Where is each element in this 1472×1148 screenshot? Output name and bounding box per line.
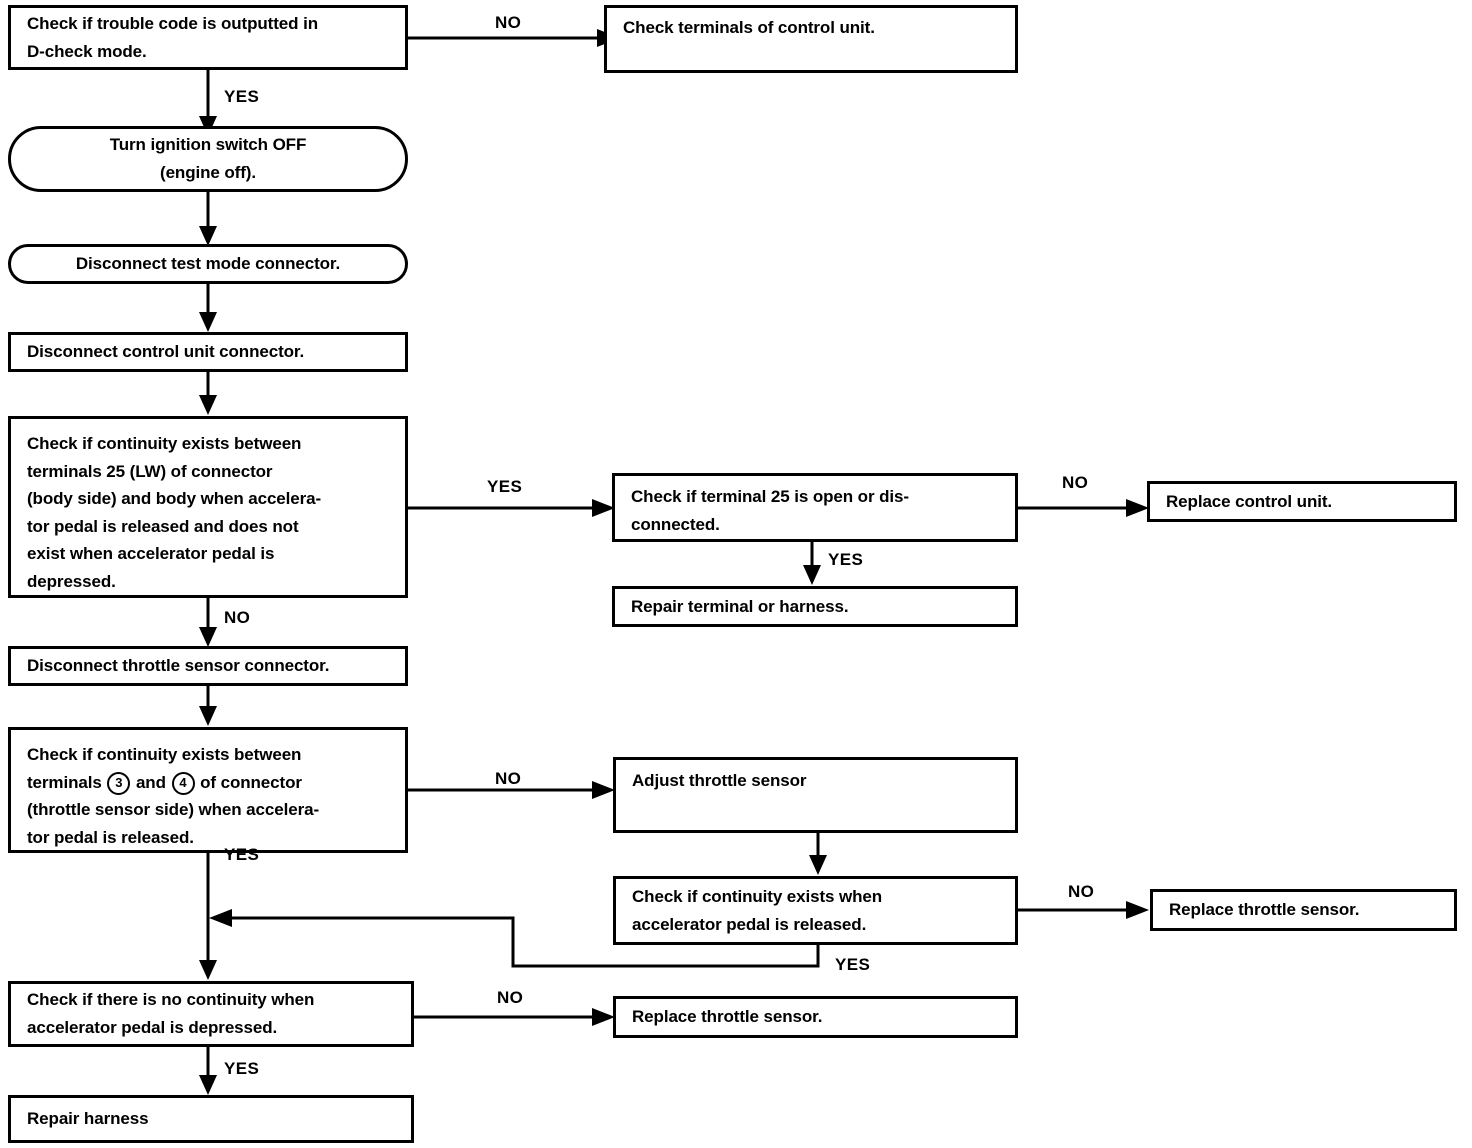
check-terminal-25-open[interactable]: Check if terminal 25 is open or dis- con… <box>612 473 1018 542</box>
adjust-throttle-sensor[interactable]: Adjust throttle sensor <box>613 757 1018 833</box>
disconnect-control-unit-connector[interactable]: Disconnect control unit connector. <box>8 332 408 372</box>
replace-control-unit[interactable]: Replace control unit. <box>1147 481 1457 522</box>
arrowhead-n7-n8 <box>1126 499 1149 517</box>
repair-terminal-or-harness[interactable]: Repair terminal or harness. <box>612 586 1018 627</box>
terminals-line-1: Check if continuity exists between <box>27 745 302 764</box>
disconnect-test-mode-connector[interactable]: Disconnect test mode connector. <box>8 244 408 284</box>
edge-label-yes-terminals-3-4: YES <box>224 845 260 864</box>
edge-label-no-terminal-25-open: NO <box>1062 473 1089 492</box>
check-continuity-terminal-25[interactable]: Check if continuity exists between termi… <box>8 416 408 598</box>
terminal-number-4-icon: 4 <box>171 771 195 795</box>
check-trouble-code[interactable]: Check if trouble code is outputted in D-… <box>8 5 408 70</box>
arrowhead-n10-n11 <box>199 706 217 726</box>
turn-ignition-switch-off[interactable]: Turn ignition switch OFF (engine off). <box>8 126 408 192</box>
edge-label-yes-terminal-25-open: YES <box>828 550 864 569</box>
check-no-continuity-pedal-depressed[interactable]: Check if there is no continuity when acc… <box>8 981 414 1047</box>
replace-throttle-sensor-lower[interactable]: Replace throttle sensor. <box>613 996 1018 1038</box>
terminals-line-3: (throttle sensor side) when accelera- <box>27 800 319 820</box>
edge-label-no-continuity-released: NO <box>1068 882 1095 901</box>
edge-label-yes-trouble-code: YES <box>224 87 260 106</box>
check-continuity-terminals-3-4[interactable]: Check if continuity exists between termi… <box>8 727 408 853</box>
terminals-of-connector: of connector <box>200 772 302 792</box>
arrowhead-n13-feedback <box>209 909 232 927</box>
edge-label-no-depressed: NO <box>497 988 524 1007</box>
arrowhead-n15-n17 <box>199 1075 217 1095</box>
edge-label-yes-continuity-released: YES <box>835 955 871 974</box>
terminals-word: terminals <box>27 772 102 792</box>
terminals-line-4: tor pedal is released. <box>27 827 194 847</box>
arrowhead-n11-n12 <box>592 781 615 799</box>
terminals-conjunction: and <box>135 772 166 792</box>
edge-label-yes-depressed: YES <box>224 1059 260 1078</box>
replace-throttle-sensor-upper[interactable]: Replace throttle sensor. <box>1150 889 1457 931</box>
arrowhead-n13-n14 <box>1126 901 1149 919</box>
arrowhead-n5-n6 <box>199 395 217 415</box>
check-continuity-pedal-released[interactable]: Check if continuity exists when accelera… <box>613 876 1018 945</box>
terminal-number-3-icon: 3 <box>107 771 131 795</box>
arrowhead-n11-n15 <box>199 960 217 980</box>
edge-label-no-continuity-25: NO <box>224 608 251 627</box>
edge-label-no-terminals-3-4: NO <box>495 769 522 788</box>
arrowhead-n4-n5 <box>199 312 217 332</box>
terminals-line-2: terminals 3 and 4 of connector <box>27 769 391 797</box>
arrowhead-n15-n16 <box>592 1008 615 1026</box>
edge-label-no-trouble-code: NO <box>495 13 522 32</box>
arrowhead-n3-n4 <box>199 226 217 246</box>
arrowhead-n12-n13 <box>809 855 827 875</box>
disconnect-throttle-sensor-connector[interactable]: Disconnect throttle sensor connector. <box>8 646 408 686</box>
repair-harness[interactable]: Repair harness <box>8 1095 414 1143</box>
check-terminals-control-unit[interactable]: Check terminals of control unit. <box>604 5 1018 73</box>
arrowhead-n7-n9 <box>803 565 821 585</box>
arrowhead-n6-n10 <box>199 627 217 647</box>
edge-label-yes-terminal-25: YES <box>487 477 523 496</box>
